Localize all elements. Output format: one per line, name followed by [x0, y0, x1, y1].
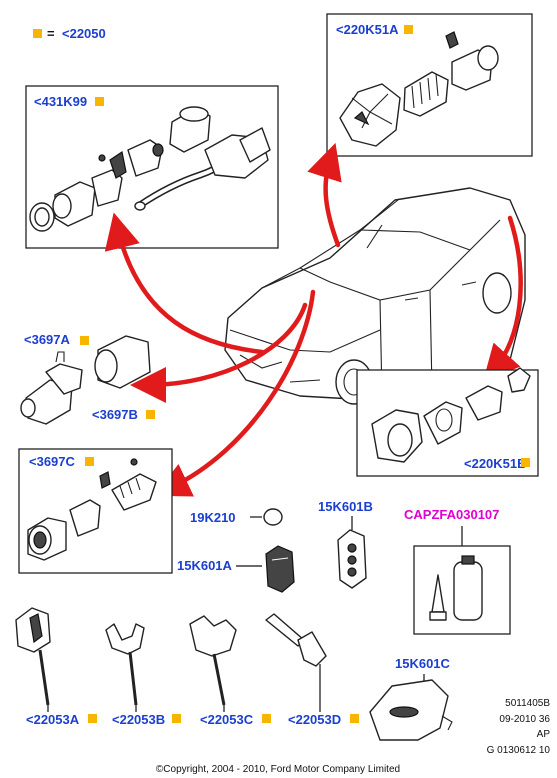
marker-square — [521, 458, 530, 467]
footer-codes: 5011405B 09-2010 36 AP G 0130612 10 ©Cop… — [156, 698, 551, 775]
box-431k99: <431K99 — [26, 86, 278, 248]
part-15k601a: 15K601A — [177, 546, 294, 592]
ford-logo-icon — [390, 707, 418, 717]
label-431k99: <431K99 — [34, 94, 87, 109]
label-3697c: <3697C — [29, 454, 76, 469]
remote-module — [266, 546, 294, 592]
box-3697c: <3697C — [19, 449, 172, 573]
code-1: 5011405B — [505, 698, 550, 709]
marker-square — [33, 29, 42, 38]
battery-cell-part — [264, 509, 282, 525]
code-4: G 0130612 10 — [487, 745, 551, 756]
copyright: ©Copyright, 2004 - 2010, Ford Motor Comp… — [156, 764, 400, 775]
part-15k601c: 15K601C — [370, 656, 452, 740]
marker-square — [262, 714, 271, 723]
marker-square — [350, 714, 359, 723]
label-19k210: 19K210 — [190, 510, 236, 525]
keys-row: <22053A <22053B <22053C <22053D — [16, 608, 359, 727]
label-220k51b: <220K51B — [464, 456, 527, 471]
key-blade-c — [190, 616, 236, 656]
label-capzfa: CAPZFA030107 — [404, 507, 499, 522]
box-capzfa: CAPZFA030107 — [404, 507, 510, 634]
label-3697b: <3697B — [92, 407, 138, 422]
label-22053d: <22053D — [288, 712, 341, 727]
legend: = <22050 — [33, 26, 106, 41]
box-220k51b: <220K51B — [357, 368, 538, 476]
marker-square — [88, 714, 97, 723]
rear-wheel — [483, 273, 511, 313]
label-3697a: <3697A — [24, 332, 71, 347]
grease-tube-part — [454, 562, 482, 620]
marker-square — [95, 97, 104, 106]
label-22053c: <22053C — [200, 712, 254, 727]
marker-square — [172, 714, 181, 723]
label-15k601b: 15K601B — [318, 499, 373, 514]
marker-square — [404, 25, 413, 34]
part-15k601b: 15K601B — [318, 499, 373, 588]
code-2: 09-2010 36 — [499, 714, 550, 725]
legend-equals: = — [47, 26, 55, 41]
key-blade-b — [106, 624, 144, 654]
arrow-to-220k51a — [326, 160, 338, 245]
group-3697ab: <3697A <3697B — [21, 332, 155, 424]
marker-square — [146, 410, 155, 419]
marker-square — [80, 336, 89, 345]
box-220k51a: <220K51A — [327, 14, 532, 156]
legend-ref: <22050 — [62, 26, 106, 41]
marker-square — [85, 457, 94, 466]
label-15k601c: 15K601C — [395, 656, 451, 671]
label-22053b: <22053B — [112, 712, 165, 727]
part-19k210: 19K210 — [190, 509, 282, 525]
label-22053a: <22053A — [26, 712, 80, 727]
label-15k601a: 15K601A — [177, 558, 233, 573]
code-3: AP — [537, 729, 551, 740]
label-220k51a: <220K51A — [336, 22, 399, 37]
